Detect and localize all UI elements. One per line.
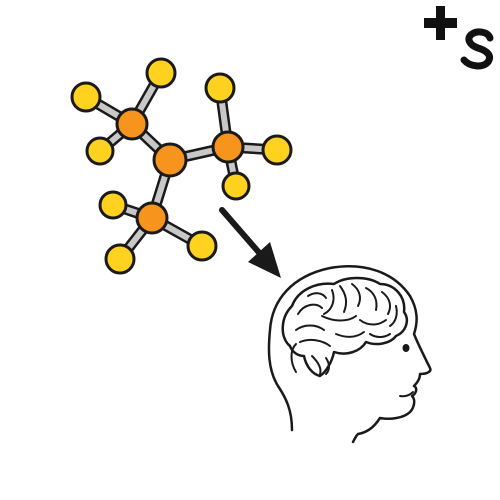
ear <box>290 343 297 373</box>
brain-outline <box>281 276 408 378</box>
head-brain-icon <box>267 265 432 444</box>
head-outline <box>267 265 432 444</box>
hydrogen-atoms <box>70 57 293 275</box>
carbon-atoms <box>115 107 245 235</box>
molecule-icon <box>70 57 293 275</box>
mouth <box>399 391 414 398</box>
brain-folds <box>295 283 398 375</box>
arrow-down-right-icon <box>219 207 281 278</box>
eye <box>402 344 410 352</box>
plus-s-logo-icon <box>424 6 494 70</box>
